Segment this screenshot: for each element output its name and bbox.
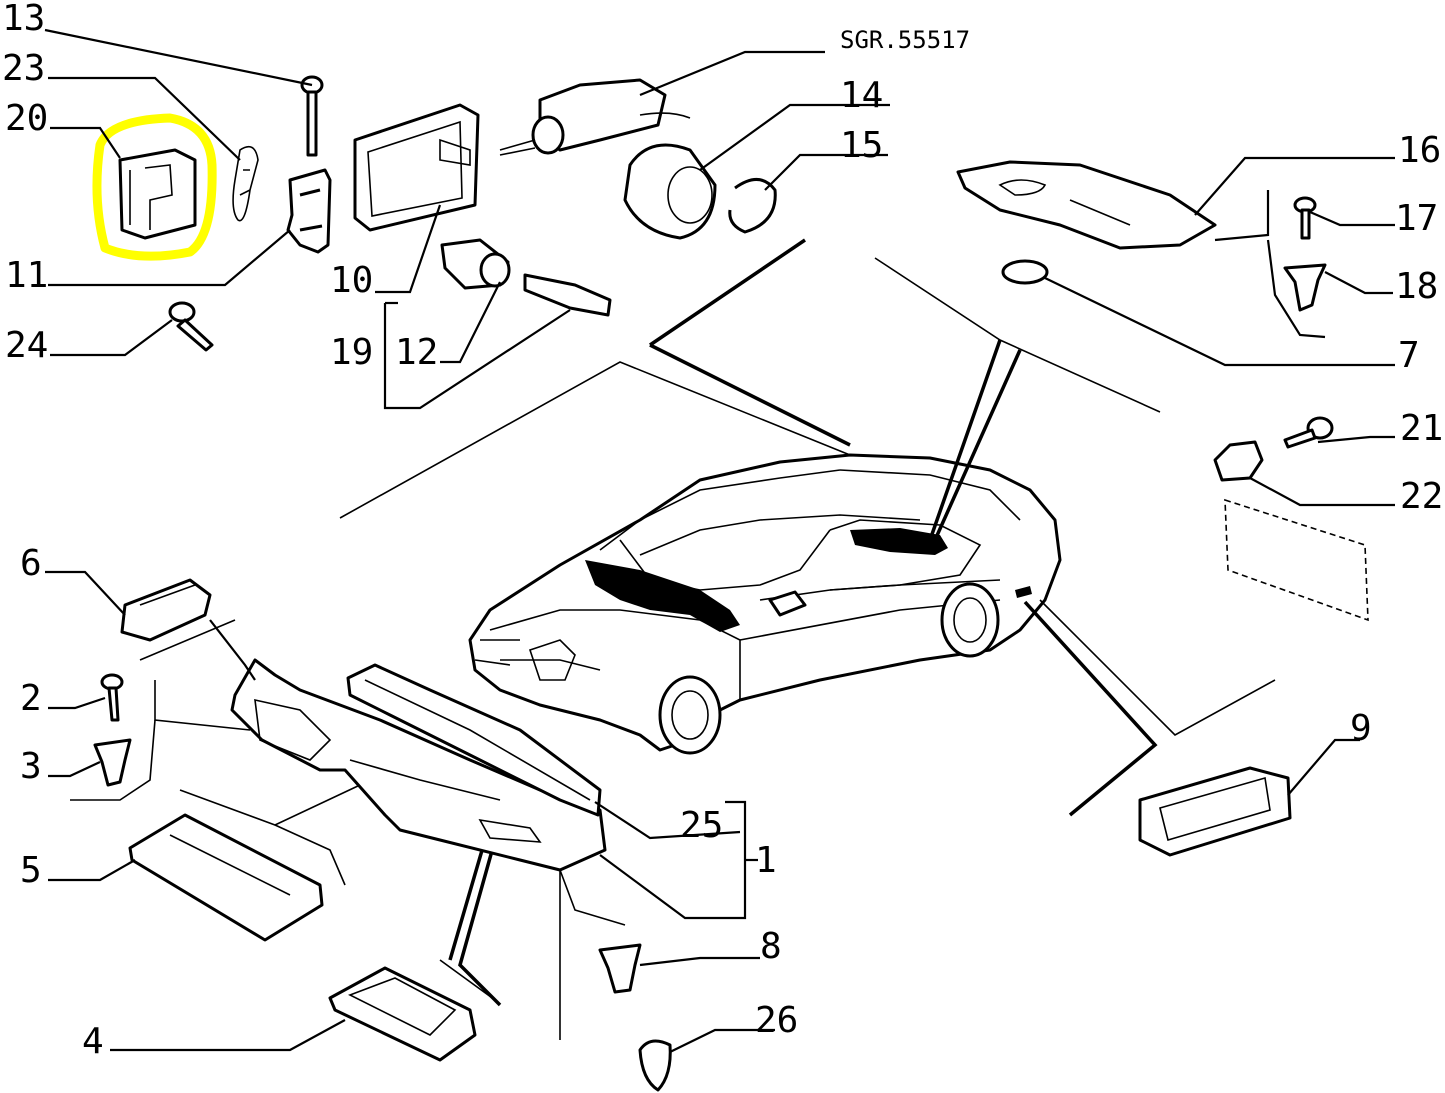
part-16-panel	[956, 160, 1217, 250]
part-26-grommet	[638, 1039, 672, 1092]
part-12-cylinder	[440, 238, 511, 290]
label-14: 14	[840, 75, 883, 116]
part-19-key	[523, 273, 612, 317]
label-22: 22	[1400, 476, 1443, 517]
diagram-code: SGR.55517	[840, 26, 970, 54]
part-4-tray	[328, 966, 477, 1062]
label-11: 11	[5, 255, 48, 296]
label-18: 18	[1395, 266, 1438, 307]
part-3-clip	[93, 738, 132, 787]
part-5-vent	[128, 813, 324, 942]
part-13-pin	[300, 75, 324, 157]
label-4: 4	[82, 1021, 104, 1062]
label-26: 26	[755, 1000, 798, 1041]
part-15-ring	[728, 178, 777, 234]
label-17: 17	[1395, 198, 1438, 239]
label-7: 7	[1398, 335, 1420, 376]
label-9: 9	[1350, 708, 1372, 749]
label-8: 8	[760, 926, 782, 967]
label-12: 12	[395, 332, 438, 373]
part-23-clip	[232, 145, 259, 222]
label-5: 5	[20, 850, 42, 891]
part-22-clip	[1213, 440, 1264, 482]
label-25: 25	[680, 805, 723, 846]
part-24-screw	[168, 301, 214, 352]
part-sgr-motor	[499, 78, 691, 156]
label-13: 13	[2, 0, 45, 39]
part-14-grommet	[623, 143, 717, 240]
part-9-grille	[1138, 766, 1292, 857]
label-21: 21	[1400, 408, 1443, 449]
part-21-screw	[1283, 416, 1334, 449]
label-24: 24	[5, 325, 48, 366]
leader-lines	[44, 28, 1395, 1053]
label-6: 6	[20, 543, 42, 584]
guide-lines	[70, 238, 1276, 1040]
label-1: 1	[755, 840, 777, 881]
part-7-ring	[1001, 259, 1049, 285]
part-17-screw	[1293, 196, 1317, 240]
car-illustration	[468, 453, 1062, 755]
label-23: 23	[2, 48, 45, 89]
callout-labels: SGR.55517 13 23 20 11 24 10 19 12 14 15 …	[2, 0, 1443, 1062]
part-20-bracket	[92, 113, 217, 261]
part-10-frame	[353, 103, 480, 232]
part-25-seal	[346, 663, 602, 817]
label-19: 19	[330, 332, 373, 373]
part-18-clip	[1283, 263, 1327, 312]
label-16: 16	[1398, 130, 1441, 171]
label-15: 15	[840, 125, 883, 166]
highlight-circle	[92, 113, 217, 261]
label-10: 10	[330, 260, 373, 301]
part-11-latch	[286, 168, 332, 254]
plate-outline	[1224, 498, 1369, 622]
part-8-clip	[598, 943, 642, 994]
part-2-screw	[100, 673, 124, 722]
label-20: 20	[5, 98, 48, 139]
part-1-cowl-panel	[230, 658, 607, 872]
label-3: 3	[20, 746, 42, 787]
part-6-bracket	[120, 578, 212, 642]
label-2: 2	[20, 678, 42, 719]
